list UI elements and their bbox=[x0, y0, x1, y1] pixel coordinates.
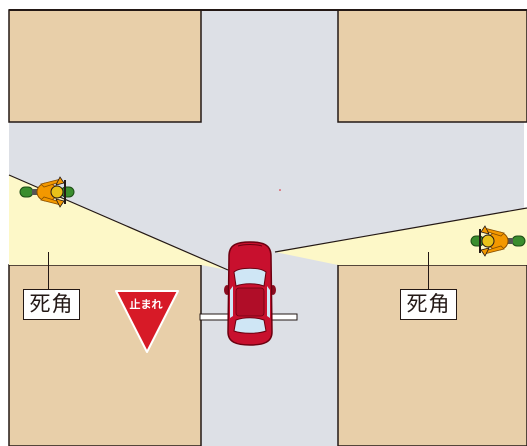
inverted-triangle-stop-sign-icon: 止まれ bbox=[115, 290, 179, 353]
motorcycle-top-view-icon bbox=[470, 225, 526, 257]
building-top-left bbox=[8, 9, 202, 123]
blind-zone-right bbox=[275, 208, 527, 265]
leader-line-right bbox=[428, 252, 429, 290]
blind-spot-label-right: 死角 bbox=[400, 289, 457, 320]
red-car-top-view-icon bbox=[224, 241, 276, 346]
blind-spot-label-left: 死角 bbox=[23, 289, 80, 320]
stop-sign-text: 止まれ bbox=[130, 297, 163, 311]
motorcycle-top-view-icon bbox=[19, 176, 75, 208]
sight-line-right bbox=[274, 207, 527, 253]
building-top-right bbox=[337, 9, 527, 123]
marker-dot bbox=[279, 189, 281, 191]
leader-line-left bbox=[48, 252, 49, 290]
